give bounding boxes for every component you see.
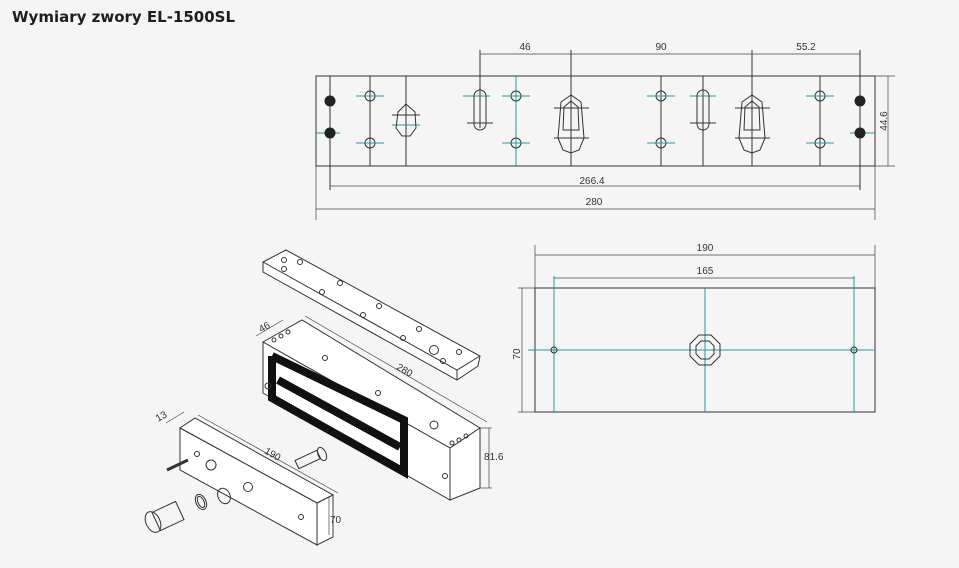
- screw-icon: [166, 446, 328, 472]
- dim-70: 70: [512, 348, 523, 360]
- sleeve-nut-icon: [144, 487, 231, 533]
- iso-dim-46: 46: [257, 320, 273, 335]
- dim-46: 46: [519, 42, 531, 53]
- isometric-view: 46 280 81.6 13 190 70: [144, 249, 504, 546]
- dim-266-4: 266.4: [579, 176, 604, 187]
- page-title: Wymiary zwory EL-1500SL: [12, 8, 236, 26]
- dim-44-6: 44.6: [879, 111, 890, 131]
- dim-190: 190: [697, 243, 714, 254]
- iso-dim-70: 70: [330, 515, 342, 526]
- iso-dim-81-6: 81.6: [484, 452, 504, 463]
- top-view: 46 90 55.2 266.4 280 44.6: [315, 42, 895, 220]
- dim-165: 165: [697, 266, 714, 277]
- dim-90: 90: [655, 42, 667, 53]
- dim-55-2: 55.2: [796, 42, 816, 53]
- dim-280: 280: [586, 197, 603, 208]
- iso-dim-13: 13: [154, 409, 170, 424]
- side-view: 190 165 70: [512, 243, 876, 413]
